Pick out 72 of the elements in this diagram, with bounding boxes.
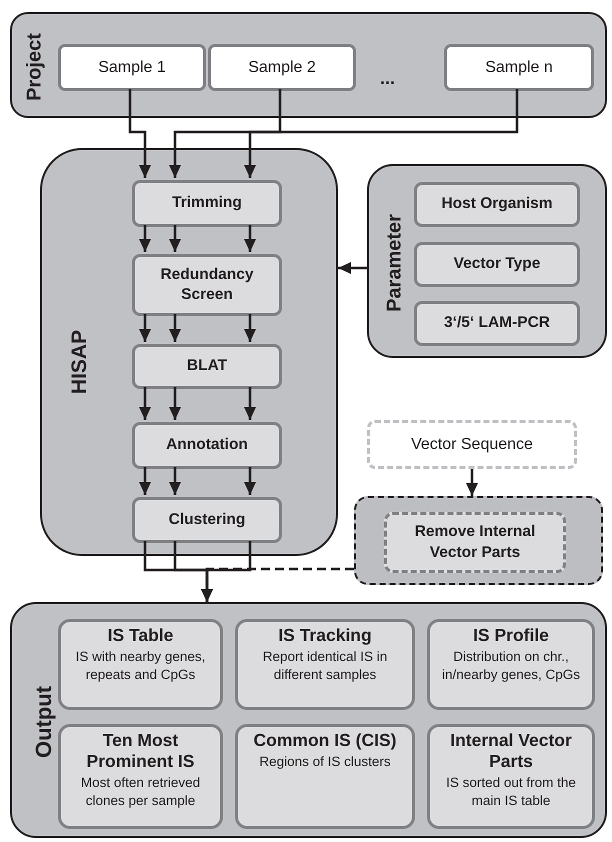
panel-title: Output [31, 686, 57, 758]
sample-box [444, 44, 594, 91]
card-title: IS Tracking [278, 625, 372, 646]
box-label: Redundancy Screen [159, 264, 254, 305]
card-title: IS Profile [473, 625, 549, 646]
arrow [169, 467, 181, 495]
parameter-panel [367, 164, 607, 358]
pipeline-panel [40, 148, 338, 556]
output-card [427, 619, 595, 710]
card-description: Most often retrieved clones per sample [80, 774, 202, 810]
arrow [338, 262, 367, 274]
parameter-box [414, 242, 580, 287]
process-step-box [132, 254, 282, 316]
box-label: Sample n [485, 58, 553, 76]
output-panel [10, 602, 607, 838]
box-label: BLAT [186, 356, 228, 376]
arrow [139, 314, 151, 342]
parameter-box [414, 301, 580, 346]
arrow [244, 314, 256, 342]
process-step-box [132, 497, 282, 543]
parameter-box [414, 182, 580, 227]
sample-box [208, 44, 356, 91]
arrow [244, 225, 256, 252]
box-label: Annotation [166, 435, 248, 456]
process-step-box [132, 180, 282, 227]
process-step-box [132, 344, 282, 389]
panel-title: Project [24, 33, 46, 101]
box-label: Vector Sequence [411, 436, 533, 454]
panel-title: Parameter [384, 214, 406, 312]
process-step-box [132, 422, 282, 469]
arrow [169, 89, 282, 178]
arrow [466, 469, 478, 496]
box-label: Trimming [172, 193, 242, 214]
output-card [58, 724, 223, 829]
arrow [169, 314, 181, 342]
dashed-arrow [201, 568, 354, 602]
process-step-box [384, 512, 566, 573]
arrow [244, 387, 256, 420]
card-description: Distribution on chr., in/nearby genes, CpGs [440, 648, 582, 684]
box-label: 3‘/5‘ LAM-PCR [444, 313, 550, 334]
card-description: IS with nearby genes, repeats and CpGs [74, 648, 206, 684]
box-label: Sample 2 [248, 58, 316, 76]
box-label: Sample 1 [98, 58, 166, 76]
arrow [244, 467, 256, 495]
card-title: Common IS (CIS) [254, 730, 396, 751]
ellipsis-label: ... [380, 68, 396, 89]
card-description: Regions of IS clusters [259, 753, 391, 771]
box-label: Vector Type [454, 254, 540, 274]
arrow [169, 387, 181, 420]
box-label: Clustering [168, 510, 246, 530]
output-card [235, 619, 415, 710]
sample-box [58, 44, 206, 91]
arrow [139, 467, 151, 495]
output-card [427, 724, 595, 829]
arrow [169, 225, 181, 252]
arrow [139, 387, 151, 420]
output-card [235, 724, 415, 829]
card-title: Ten Most Prominent IS [86, 730, 196, 772]
optional-module-box [354, 496, 603, 585]
arrow [128, 89, 151, 178]
arrow [139, 225, 151, 252]
card-description: Report identical IS in different samples [262, 648, 388, 684]
arrow [244, 89, 518, 178]
output-card [58, 619, 223, 710]
card-description: IS sorted out from the main IS table [445, 774, 577, 810]
input-box [367, 420, 577, 469]
panel-title: HISAP [68, 330, 92, 394]
card-title: Internal Vector Parts [449, 730, 573, 772]
box-label: Host Organism [441, 194, 553, 214]
project-panel [10, 12, 607, 118]
box-label: Remove Internal Vector Parts [414, 522, 536, 562]
card-title: IS Table [108, 625, 174, 646]
